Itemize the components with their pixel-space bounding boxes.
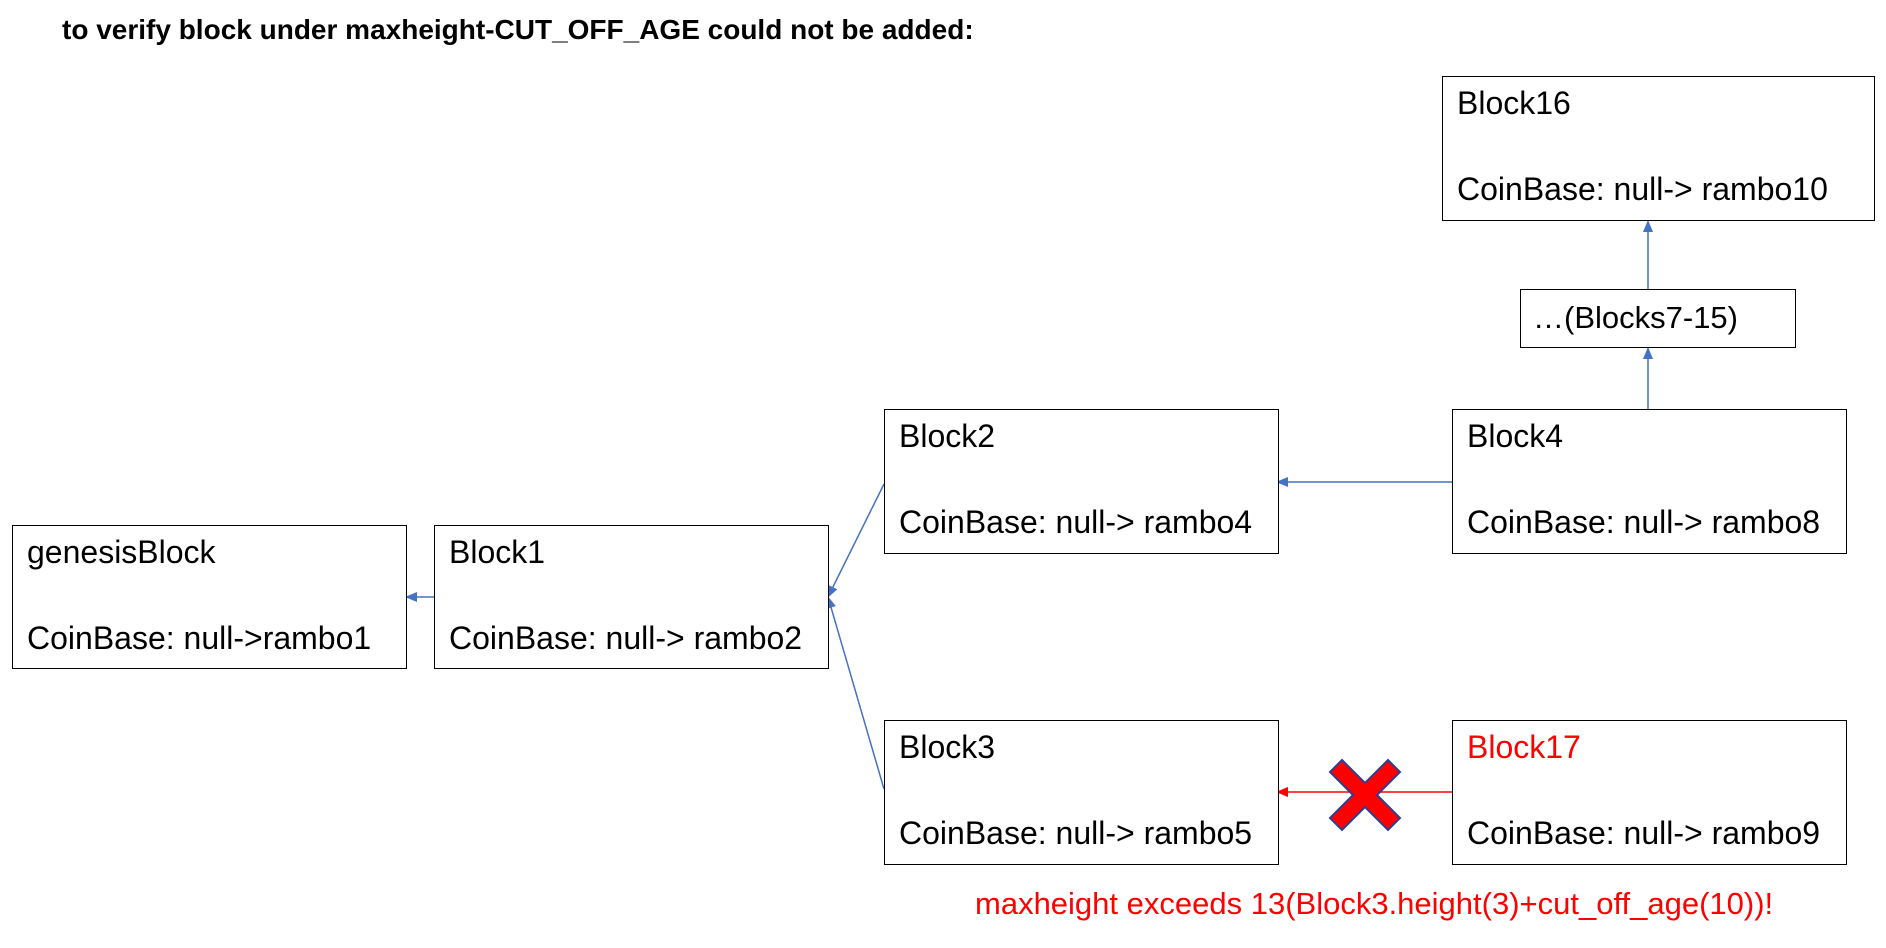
block-2: Block2 CoinBase: null-> rambo4 <box>884 409 1279 554</box>
diagram-title: to verify block under maxheight-CUT_OFF_… <box>62 14 974 45</box>
block-name: Block4 <box>1467 418 1564 454</box>
rejection-note: maxheight exceeds 13(Block3.height(3)+cu… <box>975 886 1774 921</box>
block-name: Block16 <box>1457 85 1571 121</box>
block-genesis: genesisBlock CoinBase: null->rambo1 <box>12 525 407 669</box>
block-name: Block17 <box>1467 729 1581 765</box>
block-1: Block1 CoinBase: null-> rambo2 <box>434 525 829 669</box>
block-name: Block1 <box>449 534 546 570</box>
block-coinbase: CoinBase: null-> rambo2 <box>449 620 803 656</box>
block-coinbase: CoinBase: null-> rambo8 <box>1467 504 1821 540</box>
block-coinbase: CoinBase: null->rambo1 <box>27 620 372 656</box>
block-name: genesisBlock <box>27 534 216 570</box>
rejected-cross-icon <box>1328 758 1402 832</box>
block-17: Block17 CoinBase: null-> rambo9 <box>1452 720 1847 865</box>
block-coinbase: CoinBase: null-> rambo4 <box>899 504 1253 540</box>
block-name: Block2 <box>899 418 996 454</box>
block-16: Block16 CoinBase: null-> rambo10 <box>1442 76 1875 221</box>
block-coinbase: CoinBase: null-> rambo9 <box>1467 815 1821 851</box>
arrow-block3-to-block1 <box>826 596 885 790</box>
arrow-block2-to-block1 <box>827 483 885 598</box>
intermediate-blocks-label: …(Blocks7-15) <box>1533 300 1738 335</box>
block-3: Block3 CoinBase: null-> rambo5 <box>884 720 1279 865</box>
block-4: Block4 CoinBase: null-> rambo8 <box>1452 409 1847 554</box>
block-coinbase: CoinBase: null-> rambo5 <box>899 815 1253 851</box>
block-coinbase: CoinBase: null-> rambo10 <box>1457 171 1828 207</box>
block-name: Block3 <box>899 729 996 765</box>
intermediate-blocks-box: …(Blocks7-15) <box>1520 289 1796 348</box>
